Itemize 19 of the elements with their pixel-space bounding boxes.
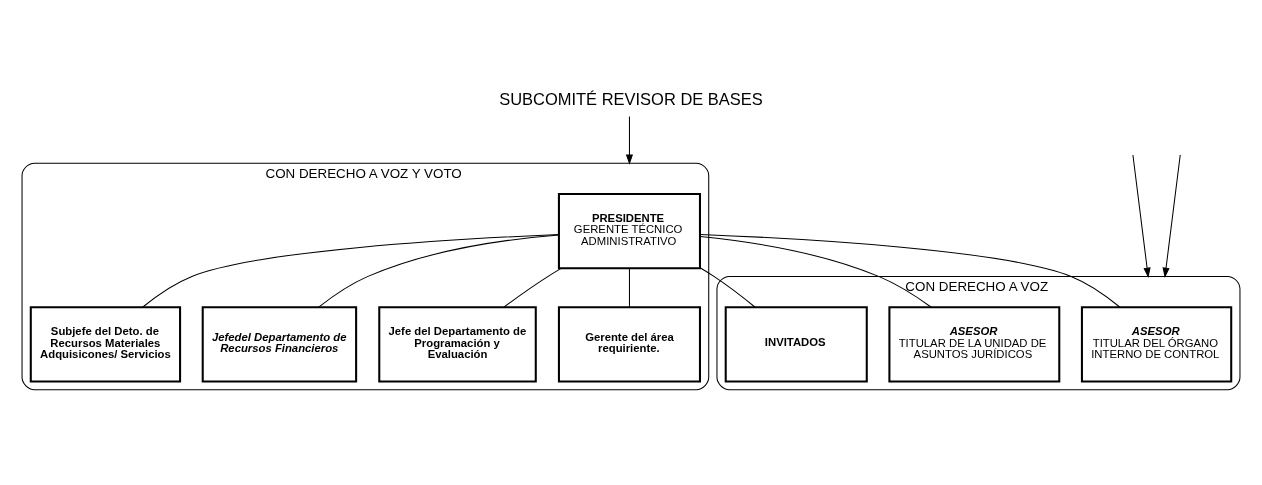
diagram-title: SUBCOMITÉ REVISOR DE BASES: [499, 89, 763, 108]
node-box: Jefedel Departamento de Recursos Financieros: [201, 305, 358, 382]
connector: [628, 267, 630, 308]
node-box: Gerente del área requiriente.: [557, 305, 701, 382]
arrow: [1132, 154, 1151, 278]
node-box: PRESIDENTE GERENTE TÉCNICO ADMINISTRATIVO: [557, 192, 701, 269]
connector: [318, 233, 560, 308]
node-box: Jefe del Departamento de Programación y Evaluación: [378, 305, 537, 382]
arrow: [1162, 154, 1181, 278]
node-box: ASESOR TITULAR DE LA UNIDAD DE ASUNTOS JURÍDICOS: [888, 305, 1061, 382]
node-box: INVITADOS: [724, 305, 868, 382]
node-box: ASESOR TITULAR DEL ÓRGANO INTERNO DE CONTROL: [1080, 305, 1233, 382]
connector: [699, 235, 932, 308]
connector: [699, 233, 1121, 308]
connector: [699, 266, 756, 308]
node-box: Subjefe del Deto. de Recursos Materiales Adquisicones/ Servicios: [29, 305, 182, 382]
connector: [142, 233, 560, 308]
arrow: [625, 115, 634, 165]
connector: [503, 267, 562, 307]
